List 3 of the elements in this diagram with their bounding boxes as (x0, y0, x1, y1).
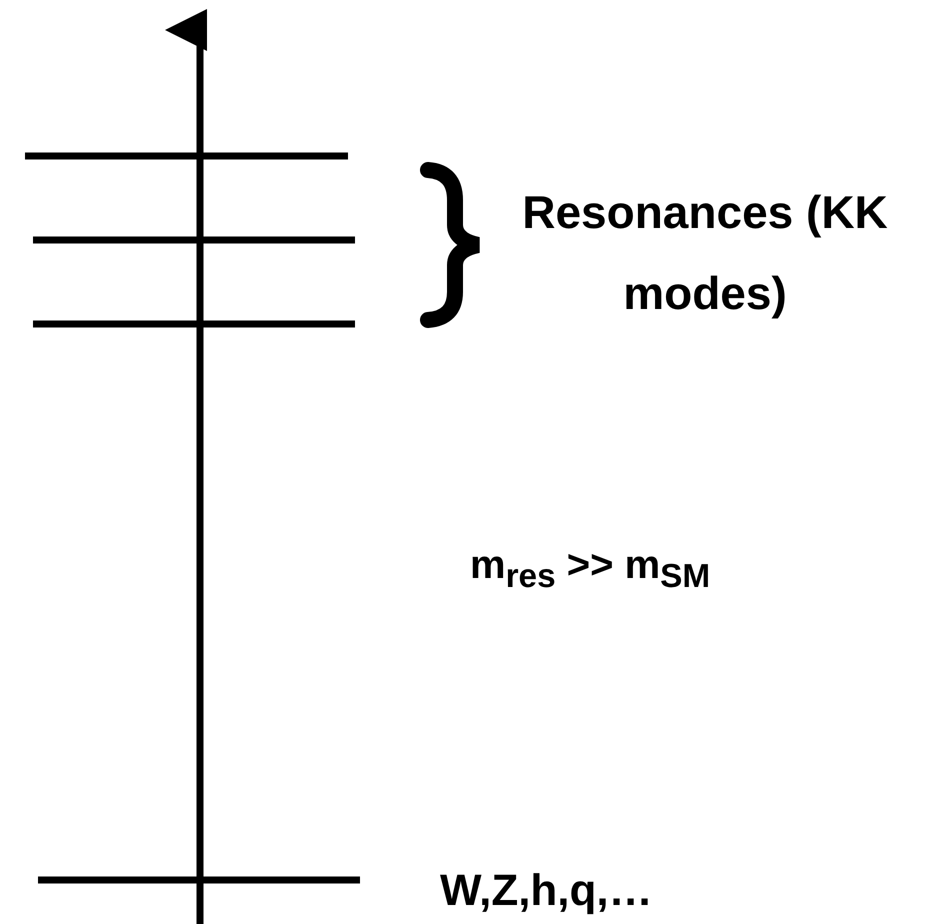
resonances-label: Resonances (KK modes) (521, 185, 889, 320)
standard-model-label: W,Z,h,q,… (440, 865, 654, 917)
mass-relation-label: m$_{res}$ >> m$_{SM}$ (470, 542, 712, 597)
